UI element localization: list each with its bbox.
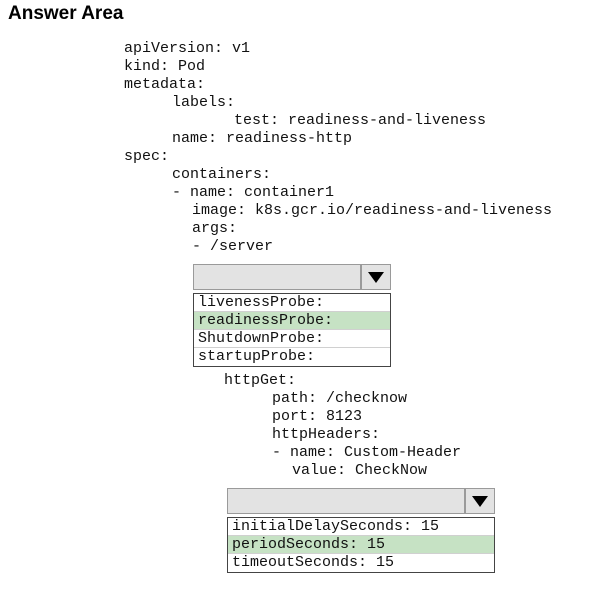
- code-line: containers:: [172, 166, 272, 183]
- code-line: metadata:: [124, 76, 206, 93]
- code-line: kind: Pod: [124, 58, 206, 75]
- setting-option-selected[interactable]: periodSeconds: 15: [228, 536, 494, 554]
- probe-setting-options: initialDelaySeconds: 15 periodSeconds: 1…: [227, 517, 495, 573]
- code-line: name: readiness-http: [172, 130, 353, 147]
- code-line: httpHeaders:: [272, 426, 381, 443]
- code-line: image: k8s.gcr.io/readiness-and-liveness: [192, 202, 553, 219]
- code-line: args:: [192, 220, 238, 237]
- probe-option[interactable]: ShutdownProbe:: [194, 330, 390, 348]
- probe-type-options: livenessProbe: readinessProbe: ShutdownP…: [193, 293, 391, 367]
- code-line: test: readiness-and-liveness: [234, 112, 487, 129]
- probe-option[interactable]: startupProbe:: [198, 348, 316, 365]
- probe-option-selected[interactable]: readinessProbe:: [194, 312, 390, 330]
- code-line: - name: Custom-Header: [272, 444, 462, 461]
- code-line: apiVersion: v1: [124, 40, 251, 57]
- probe-option[interactable]: livenessProbe:: [194, 294, 390, 312]
- setting-option[interactable]: timeoutSeconds: 15: [232, 554, 395, 571]
- code-line: port: 8123: [272, 408, 363, 425]
- setting-option[interactable]: initialDelaySeconds: 15: [228, 518, 494, 536]
- answer-area-title: Answer Area: [8, 3, 124, 24]
- code-line: - name: container1: [172, 184, 335, 201]
- probe-type-select-box[interactable]: [193, 264, 361, 290]
- code-line: spec:: [124, 148, 170, 165]
- code-line: value: CheckNow: [292, 462, 428, 479]
- triangle-down-icon[interactable]: [361, 264, 391, 290]
- probe-setting-select-box[interactable]: [227, 488, 465, 514]
- code-line: - /server: [192, 238, 274, 255]
- code-line: path: /checknow: [272, 390, 408, 407]
- code-line: labels:: [172, 94, 236, 111]
- triangle-down-icon[interactable]: [465, 488, 495, 514]
- code-line: httpGet:: [224, 372, 297, 389]
